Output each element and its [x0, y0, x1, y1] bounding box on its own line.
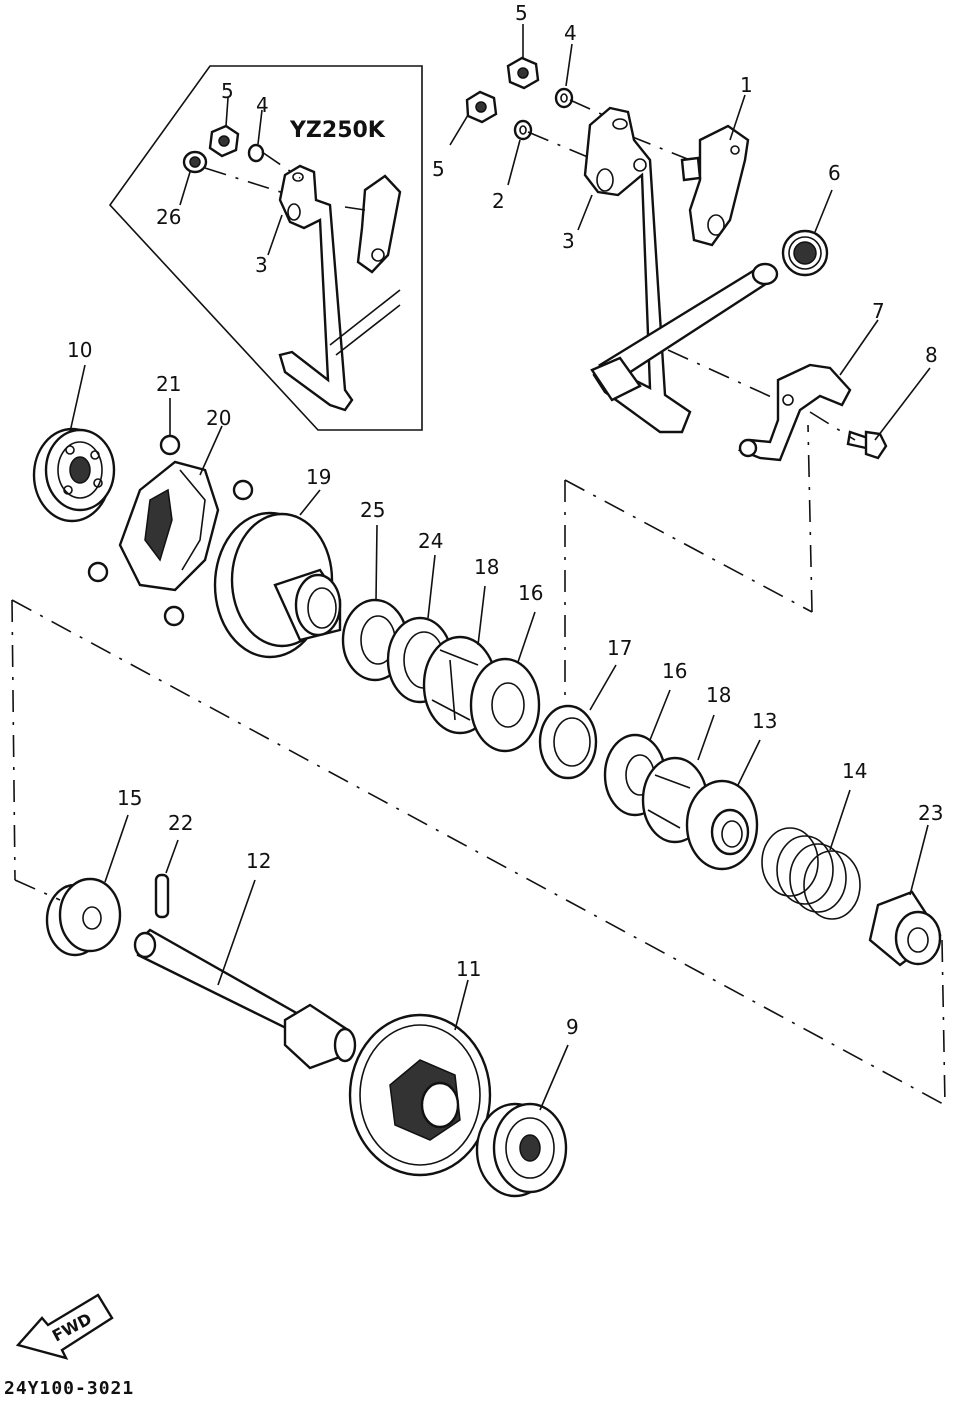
bearing-9: [475, 1102, 568, 1198]
shift-shaft: [590, 262, 779, 402]
callout-18-lower: 18: [706, 683, 731, 707]
callout-9: 9: [566, 1015, 579, 1039]
inset-shift-shaft: [329, 289, 401, 356]
callout-1: 1: [740, 73, 753, 97]
callout-15: 15: [117, 786, 142, 810]
callout-12: 12: [246, 849, 271, 873]
callout-20: 20: [206, 406, 231, 430]
link-plate-1: [680, 124, 750, 247]
callout-11: 11: [456, 957, 481, 981]
pin-22: [154, 873, 170, 919]
inset-callout-5: 5: [221, 79, 234, 103]
kick-gear-19: [213, 511, 342, 659]
inset-callout-4: 4: [256, 93, 269, 117]
callout-6: 6: [828, 161, 841, 185]
inset-callout-26: 26: [156, 205, 181, 229]
callout-10: 10: [67, 338, 92, 362]
callout-22: 22: [168, 811, 193, 835]
washer-16-upper: [469, 657, 541, 753]
callout-21: 21: [156, 372, 181, 396]
oil-seal-6: [781, 229, 829, 277]
collar-17: [538, 704, 598, 780]
callout-labels: 1 2 3 4 5 5 6 7 8 9 10 11 12 13 14 15 16…: [67, 1, 943, 1039]
callout-25: 25: [360, 498, 385, 522]
bushing-15: [45, 877, 122, 957]
kick-shaft-12: [133, 928, 357, 1070]
inset-callout-3: 3: [255, 253, 268, 277]
leader-lines: [69, 24, 931, 1111]
inset-shift-pedal: [278, 164, 354, 412]
callout-17: 17: [607, 636, 632, 660]
nut-5-left: [465, 90, 498, 124]
callout-5-top: 5: [515, 1, 528, 25]
spring-guide-13: [685, 779, 759, 871]
callout-19: 19: [306, 465, 331, 489]
kick-spring-14: [761, 827, 861, 920]
kick-ratchet-20: [118, 460, 220, 592]
callout-16-upper: 16: [518, 581, 543, 605]
bushing-23: [868, 890, 942, 967]
washer-2: [513, 119, 533, 141]
kick-idle-gear-11: [348, 1013, 492, 1177]
inset-washer: [247, 143, 265, 163]
fwd-arrow-icon: FWD: [15, 1293, 114, 1360]
callout-7: 7: [872, 299, 885, 323]
inset-yz250k: YZ250K: [108, 65, 423, 431]
callout-5-left: 5: [432, 157, 445, 181]
stopper-lever-7: [737, 363, 852, 462]
callout-13: 13: [752, 709, 777, 733]
callout-4: 4: [564, 21, 577, 45]
ball-21: [87, 434, 254, 627]
bolt-8: [846, 430, 888, 460]
callout-24: 24: [418, 529, 443, 553]
inset-title: YZ250K: [289, 118, 386, 143]
nut-5-top: [506, 56, 540, 90]
callout-18-upper: 18: [474, 555, 499, 579]
inset-collar-bolt: [182, 150, 208, 174]
callout-14: 14: [842, 759, 867, 783]
bearing-10: [32, 427, 116, 523]
callout-8: 8: [925, 343, 938, 367]
assembly-lines: [11, 349, 946, 1106]
inset-nut: [208, 124, 240, 158]
callout-23: 23: [918, 801, 943, 825]
washer-4: [554, 87, 574, 109]
callout-2: 2: [492, 189, 505, 213]
callout-3: 3: [562, 229, 575, 253]
reference-code: 24Y100-3021: [4, 1378, 135, 1399]
shift-pedal-3: [583, 106, 692, 434]
callout-16-lower: 16: [662, 659, 687, 683]
inset-link-plate: [344, 174, 402, 274]
